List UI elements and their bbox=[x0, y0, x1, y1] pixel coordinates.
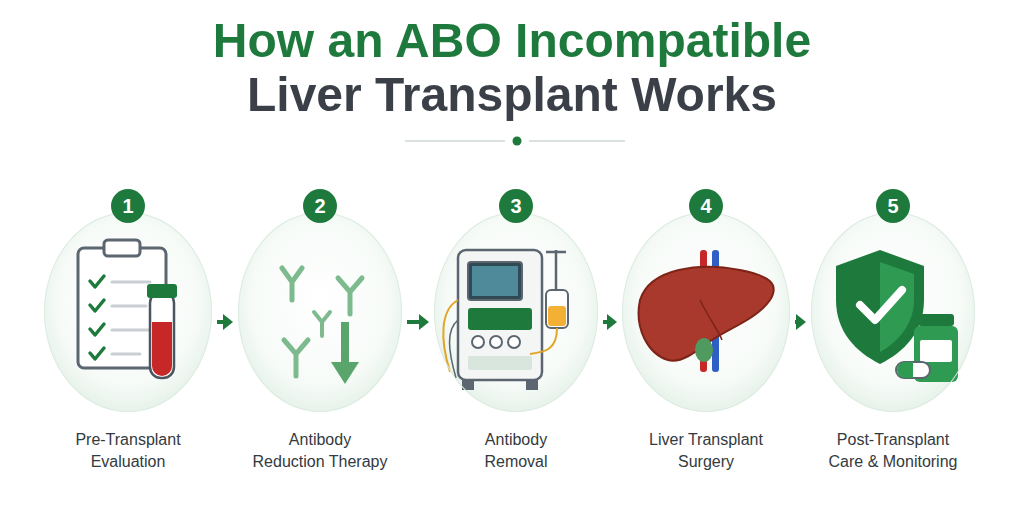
flow-arrow bbox=[795, 314, 806, 330]
step-number: 5 bbox=[876, 189, 910, 223]
liver-icon bbox=[639, 250, 774, 372]
flow-arrow bbox=[603, 314, 617, 330]
step-node: 2Antibody Reduction Therapy bbox=[238, 212, 402, 412]
decrease-arrow bbox=[331, 322, 359, 384]
step-node: 1Pre-Transplant Evaluation bbox=[44, 212, 212, 412]
arrow-head bbox=[607, 314, 617, 330]
arrow-shaft bbox=[217, 320, 224, 324]
step-number: 4 bbox=[689, 189, 723, 223]
clipboard-icon bbox=[78, 240, 177, 378]
medication-icon bbox=[896, 314, 958, 382]
arrow-head bbox=[223, 314, 233, 330]
step-node: 4Liver Transplant Surgery bbox=[622, 212, 790, 412]
antibody-icon bbox=[282, 268, 362, 376]
arrow-shaft bbox=[407, 320, 420, 324]
shield-icon bbox=[836, 250, 924, 364]
step-node: 5Post-Transplant Care & Monitoring bbox=[811, 212, 975, 412]
step-label: Antibody Reduction Therapy bbox=[245, 429, 395, 473]
step-label: Antibody Removal bbox=[460, 429, 572, 473]
title-divider bbox=[405, 137, 625, 146]
apheresis-machine bbox=[443, 250, 568, 390]
step-halos bbox=[44, 212, 975, 412]
flow-arrow bbox=[217, 314, 233, 330]
step-number: 1 bbox=[111, 189, 145, 223]
step-label: Post-Transplant Care & Monitoring bbox=[813, 429, 973, 473]
step-node: 3Antibody Removal bbox=[434, 212, 598, 412]
arrow-head bbox=[419, 314, 429, 330]
flow-arrow bbox=[407, 314, 429, 330]
step-number: 2 bbox=[303, 189, 337, 223]
step-number: 3 bbox=[499, 189, 533, 223]
page-title: How an ABO Incompatible Liver Transplant… bbox=[172, 14, 852, 122]
step-label: Liver Transplant Surgery bbox=[631, 429, 781, 473]
arrow-head bbox=[796, 314, 806, 330]
step-label: Pre-Transplant Evaluation bbox=[63, 429, 193, 473]
